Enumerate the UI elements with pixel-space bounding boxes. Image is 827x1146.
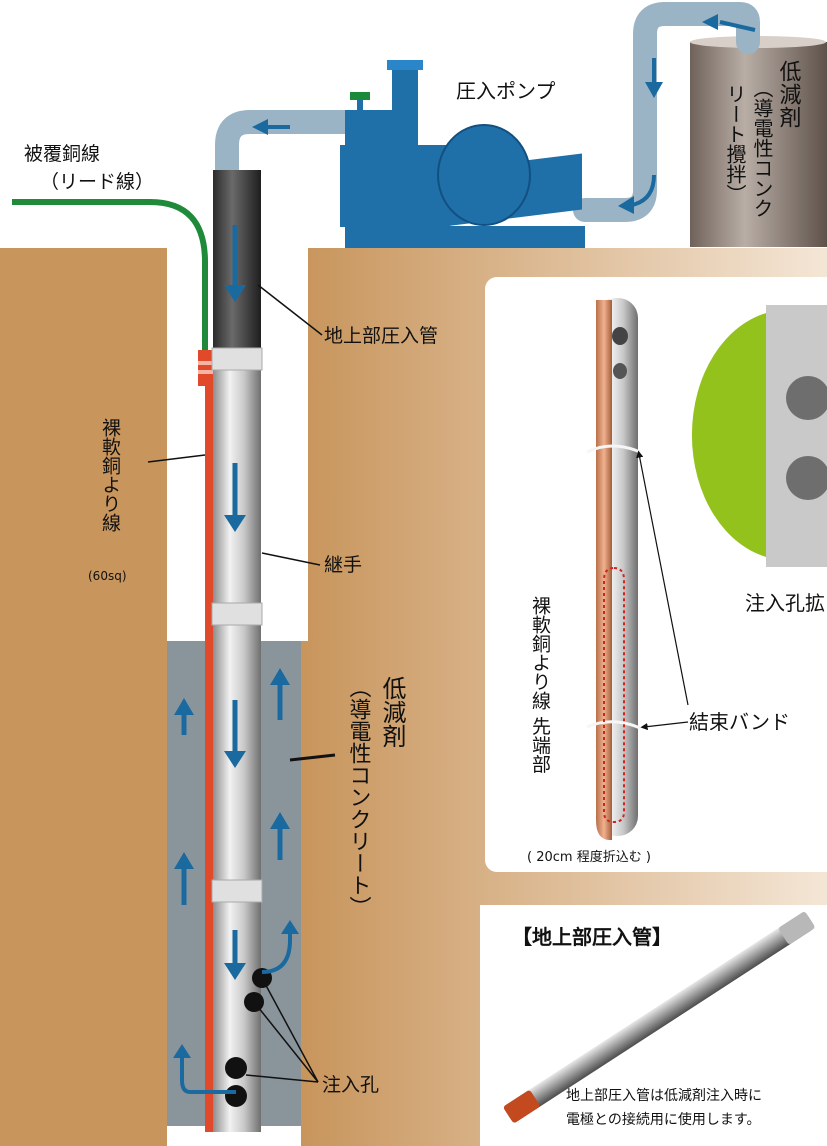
arrow-icon: [174, 852, 194, 905]
surface-pipe-panel: [480, 905, 827, 1146]
leader-lines: [147, 284, 336, 1083]
tank-label-sub1: （導電性コンク: [750, 78, 774, 218]
binding-band: [586, 720, 641, 730]
surface-pipe-desc-1: 地上部圧入管は低減剤注入時に: [566, 1087, 762, 1104]
pump-label: 圧入ポンプ: [456, 79, 555, 103]
arrow-icon: [174, 698, 194, 735]
arrow-icon: [618, 174, 656, 214]
joint-label: 継手: [324, 554, 362, 576]
tank-label: 低減剤 （導電性コンク リート攪拌）: [723, 60, 802, 218]
inset-green-zoom: [691, 312, 770, 558]
bare-wire: [205, 350, 215, 1132]
circle-icon: [225, 1085, 247, 1107]
surface-pipe-title: 【地上部圧入管】: [512, 925, 672, 949]
arrow-icon: [261, 920, 299, 974]
tank-label-sub2: リート攪拌）: [723, 84, 747, 204]
arrow-icon: [702, 14, 756, 32]
hose: [215, 2, 760, 222]
arrow-icon: [224, 463, 246, 532]
covered-wire-label: 被覆銅線: [24, 143, 100, 165]
arrow-icon: [270, 812, 290, 860]
fold-note: ( 20cm 程度折込む ): [527, 849, 651, 865]
reducer-label: 低減剤: [378, 676, 406, 748]
bare-wire-label: 裸軟銅より線: [99, 418, 121, 532]
binding-band: [586, 444, 641, 454]
surface-pipe-desc-2: 電極との接続用に使用します。: [566, 1111, 760, 1128]
inset-copper-wire: [596, 300, 612, 840]
pump: [340, 60, 585, 248]
arrow-icon: [645, 58, 663, 98]
arrow-icon: [224, 700, 246, 768]
inset-injection-hole-label: 注入孔拡: [745, 591, 825, 615]
electrode-tip-inset: [485, 277, 827, 872]
injection-hole-label: 注入孔: [322, 1074, 379, 1096]
covered-wire-sublabel: （リード線）: [40, 171, 154, 193]
inset-bare-wire-label: 裸軟銅より線 先端部: [529, 596, 551, 773]
flow-arrows: [173, 14, 756, 1094]
covered-wire: [12, 199, 208, 350]
injection-pipe: [211, 170, 263, 1132]
arrow-icon: [224, 225, 246, 302]
reducer-sublabel: （導電性コンクリート）: [346, 676, 372, 918]
arrow-icon: [173, 1044, 236, 1094]
arrow-icon: [252, 119, 290, 135]
circle-icon: [225, 1057, 247, 1079]
surface-pipe-label: 地上部圧入管: [324, 325, 438, 347]
arrow-icon: [270, 668, 290, 720]
binding-band-label: 結束バンド: [689, 710, 790, 734]
tank-label-main: 低減剤: [776, 60, 802, 129]
bare-wire-size: (60sq): [88, 569, 127, 583]
arrow-icon: [224, 930, 246, 980]
